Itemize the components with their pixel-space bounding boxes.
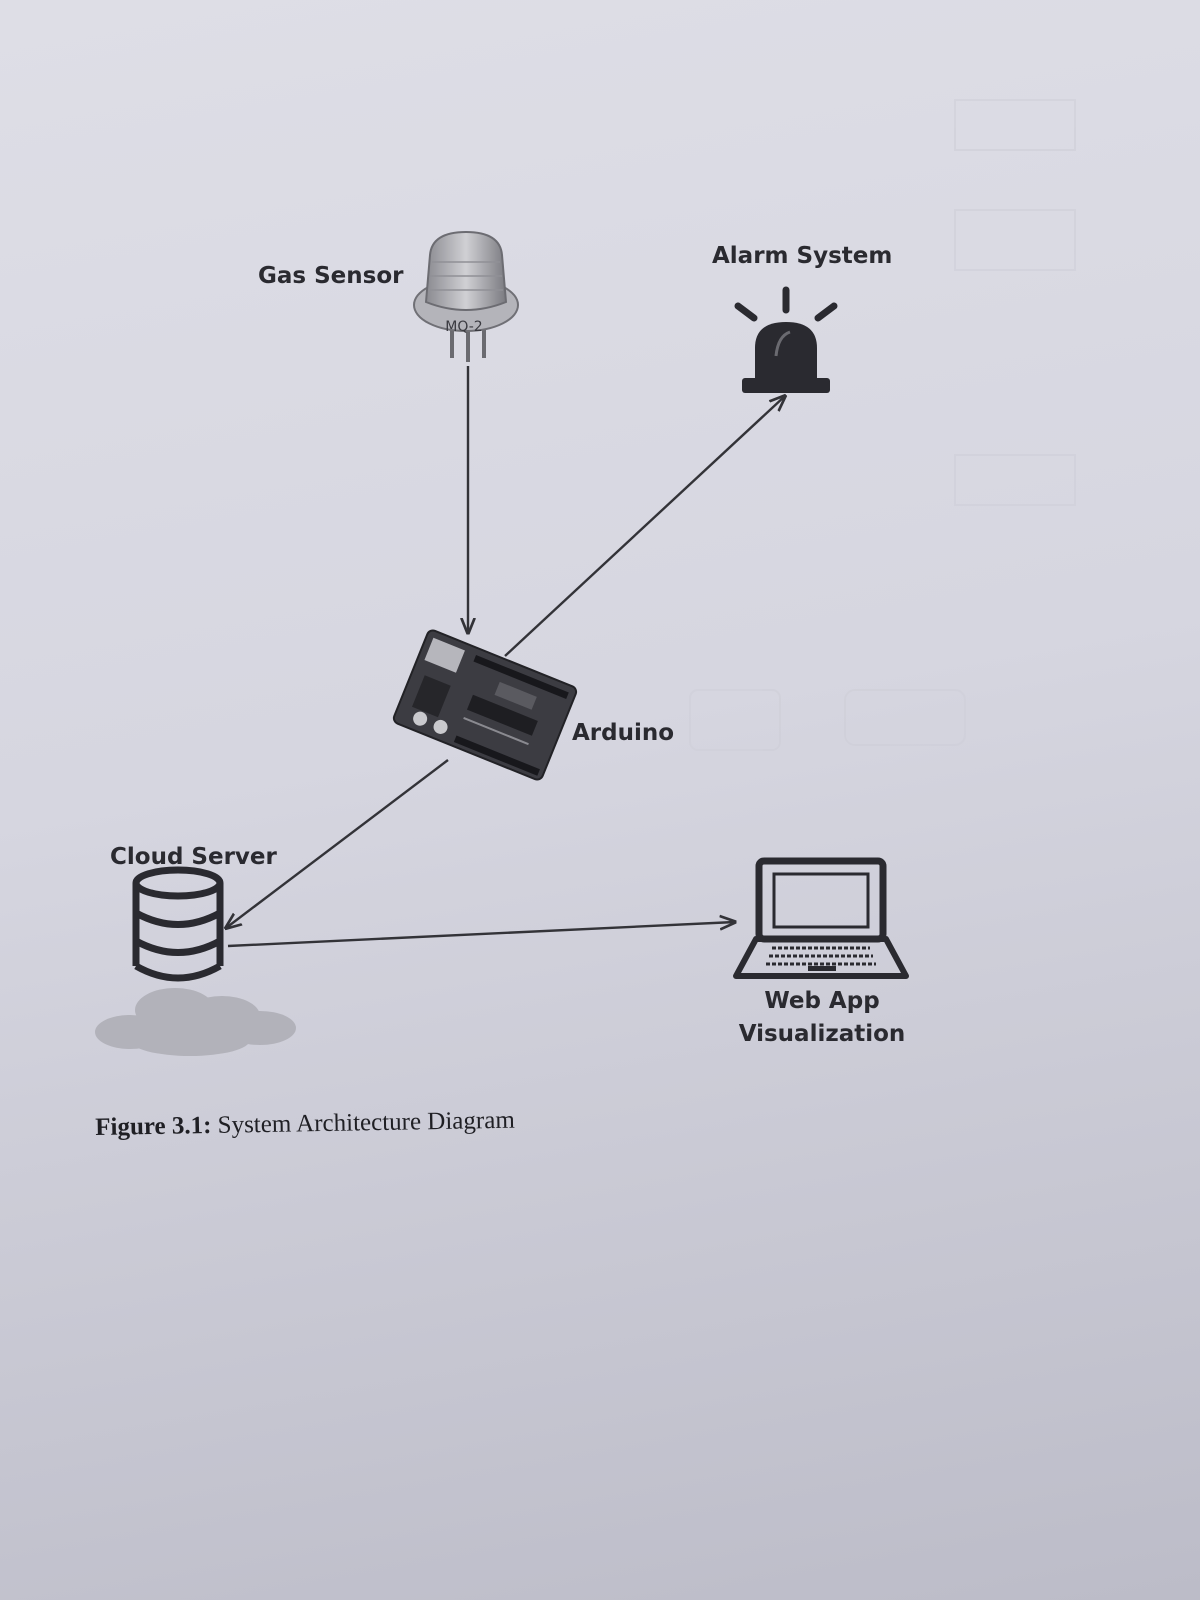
connections: [226, 366, 785, 948]
alarm-siren-icon: [734, 286, 838, 393]
web-app-label: Web App: [764, 988, 879, 1014]
gas-sensor-icon: [413, 230, 519, 362]
visualization-label: Visualization: [739, 1021, 906, 1047]
edge-cloud-to-webapp: [227, 922, 735, 948]
database-icon: [132, 866, 224, 982]
alarm-system-label: Alarm System: [712, 243, 892, 269]
edge-arduino-to-cloud: [226, 759, 449, 928]
laptop-icon: [733, 857, 909, 979]
figure-title: System Architecture Diagram: [211, 1106, 516, 1139]
gas-sensor-label: Gas Sensor: [258, 263, 404, 289]
edge-arduino-to-alarm: [504, 396, 785, 657]
bleed-through-marks: [689, 99, 1076, 751]
arduino-board-icon: [392, 629, 578, 781]
cloud-server-label: Cloud Server: [110, 844, 278, 870]
sensor-chip-label: MQ-2: [445, 319, 482, 335]
figure-number: Figure 3.1: [95, 1112, 204, 1141]
cloud-icon: [95, 988, 296, 1056]
arduino-label: Arduino: [572, 720, 674, 746]
